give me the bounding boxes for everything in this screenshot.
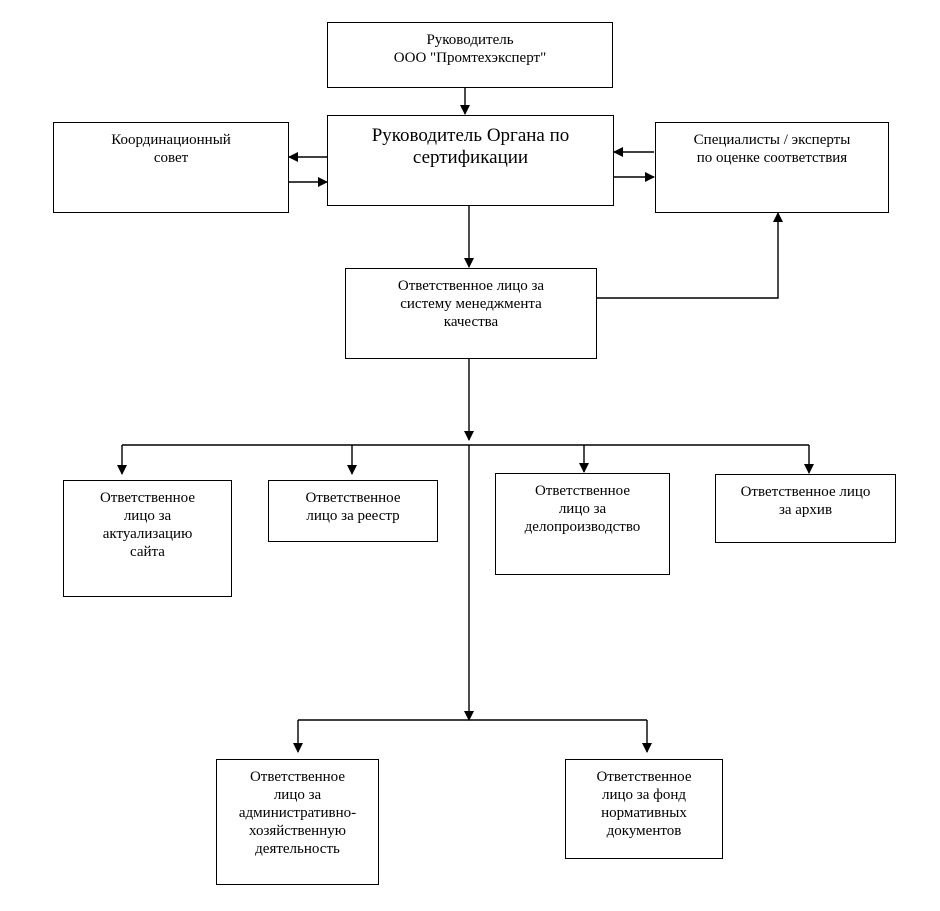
box-qms: Ответственное лицо за систему менеджмент…: [345, 268, 597, 359]
admin-line-5: деятельность: [255, 841, 340, 857]
archive-line-2: за архив: [778, 502, 833, 518]
admin-line-1: Ответственное: [249, 769, 346, 785]
registry-line-2: лицо за реестр: [306, 508, 400, 524]
qms-line-2: систему менеджмента: [400, 296, 542, 312]
box-head-company: Руководитель ООО "Промтехэксперт": [327, 22, 613, 88]
qms-line-1: Ответственное лицо за: [397, 278, 545, 294]
coord-council-line-2: совет: [153, 150, 189, 166]
admin-line-4: хозяйственную: [249, 823, 346, 839]
head-company-line-1: Руководитель: [426, 32, 514, 48]
box-site: Ответственное лицо за актуализацию сайта: [63, 480, 232, 597]
site-line-4: сайта: [130, 544, 165, 560]
box-coord-council: Координационный совет: [53, 122, 289, 213]
registry-line-1: Ответственное: [305, 490, 401, 506]
admin-line-3: административно-: [238, 805, 357, 821]
head-body-line-2: сертификации: [412, 147, 529, 168]
fund-line-2: лицо за фонд: [601, 787, 686, 803]
site-line-3: актуализацию: [102, 526, 193, 542]
experts-line-2: по оценке соответствия: [696, 150, 848, 166]
box-admin: Ответственное лицо за административно- х…: [216, 759, 379, 885]
box-experts: Специалисты / эксперты по оценке соответ…: [655, 122, 889, 213]
box-fund: Ответственное лицо за фонд нормативных д…: [565, 759, 723, 859]
head-body-line-1: Руководитель Органа по: [371, 125, 570, 146]
site-line-1: Ответственное: [99, 490, 196, 506]
site-line-2: лицо за: [123, 508, 172, 524]
head-company-line-2: ООО "Промтехэксперт": [393, 50, 547, 66]
experts-line-1: Специалисты / эксперты: [693, 132, 851, 148]
admin-line-2: лицо за: [273, 787, 322, 803]
records-line-3: делопроизводство: [524, 519, 641, 535]
fund-line-3: нормативных: [601, 805, 687, 821]
coord-council-line-1: Координационный: [111, 132, 231, 148]
archive-line-1: Ответственное лицо: [740, 484, 871, 500]
fund-line-4: документов: [606, 823, 682, 839]
box-registry: Ответственное лицо за реестр: [268, 480, 438, 542]
box-head-body: Руководитель Органа по сертификации: [327, 115, 614, 206]
records-line-2: лицо за: [558, 501, 607, 517]
arrow-qms-to-experts: [597, 212, 783, 299]
records-line-1: Ответственное: [534, 483, 631, 499]
fund-line-1: Ответственное: [596, 769, 692, 785]
box-archive: Ответственное лицо за архив: [715, 474, 896, 543]
qms-line-3: качества: [443, 314, 499, 330]
box-records: Ответственное лицо за делопроизводство: [495, 473, 670, 575]
